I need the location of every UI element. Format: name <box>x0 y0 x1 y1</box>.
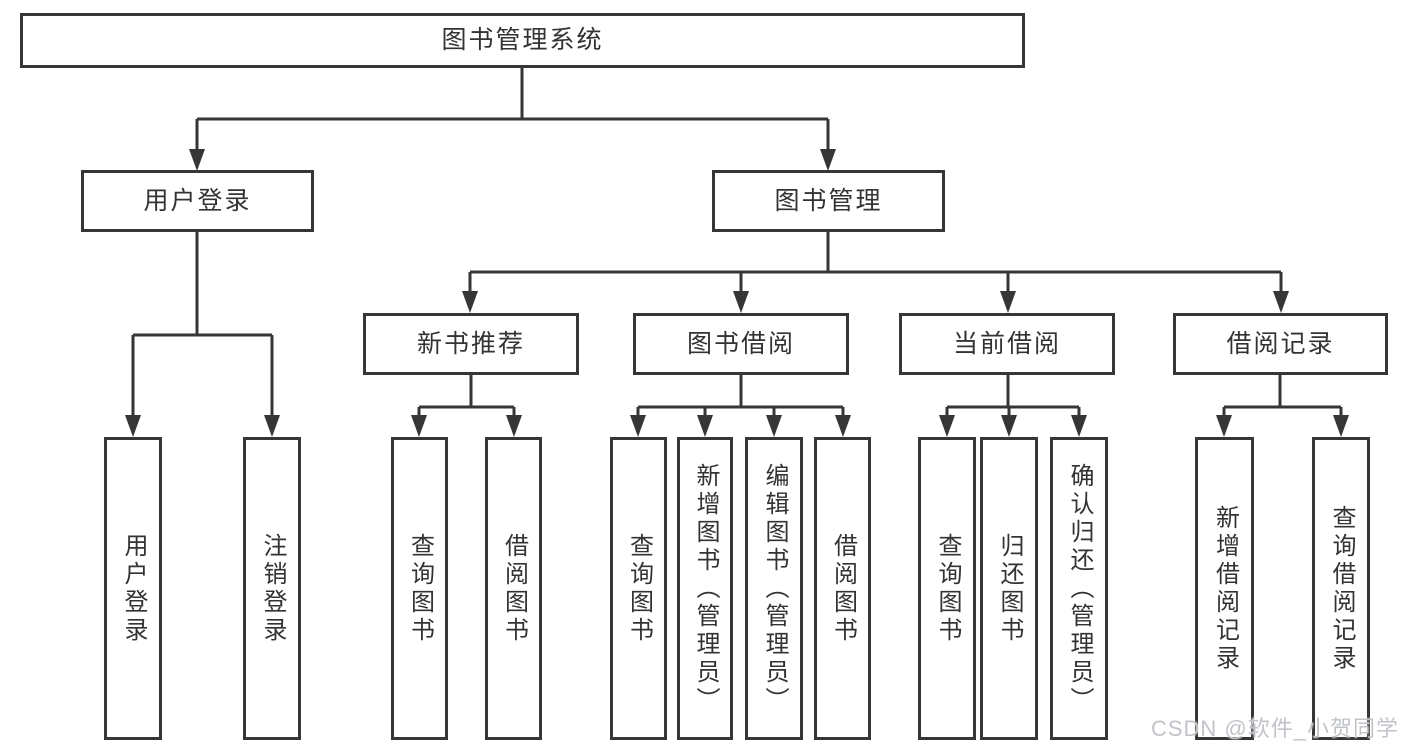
leaf-logout: 注销登录 <box>243 437 301 740</box>
leaf-query-borrow-record: 查询借阅记录 <box>1312 437 1370 740</box>
leaf-borrow-book-recommend: 借阅图书 <box>485 437 542 740</box>
leaf-edit-book-admin: 编辑图书（管理员） <box>745 437 803 740</box>
node-user-login: 用户登录 <box>81 170 314 232</box>
node-current-borrow: 当前借阅 <box>899 313 1115 375</box>
leaf-return-book: 归还图书 <box>980 437 1038 740</box>
leaf-add-borrow-record: 新增借阅记录 <box>1195 437 1254 740</box>
leaf-user-login: 用户登录 <box>104 437 162 740</box>
leaf-query-book-recommend: 查询图书 <box>391 437 448 740</box>
node-library-management-system: 图书管理系统 <box>20 13 1025 68</box>
leaf-add-book-admin: 新增图书（管理员） <box>677 437 733 740</box>
node-borrow-record: 借阅记录 <box>1173 313 1388 375</box>
node-book-borrow: 图书借阅 <box>633 313 849 375</box>
leaf-query-book-borrow: 查询图书 <box>610 437 667 740</box>
leaf-confirm-return-admin: 确认归还（管理员） <box>1050 437 1108 740</box>
node-new-book-recommend: 新书推荐 <box>363 313 579 375</box>
node-book-management: 图书管理 <box>712 170 945 232</box>
leaf-query-book-current: 查询图书 <box>918 437 976 740</box>
leaf-borrow-book: 借阅图书 <box>814 437 871 740</box>
csdn-watermark: CSDN @软件_小贺同学 <box>1150 716 1399 741</box>
arrowheads <box>125 149 1349 437</box>
